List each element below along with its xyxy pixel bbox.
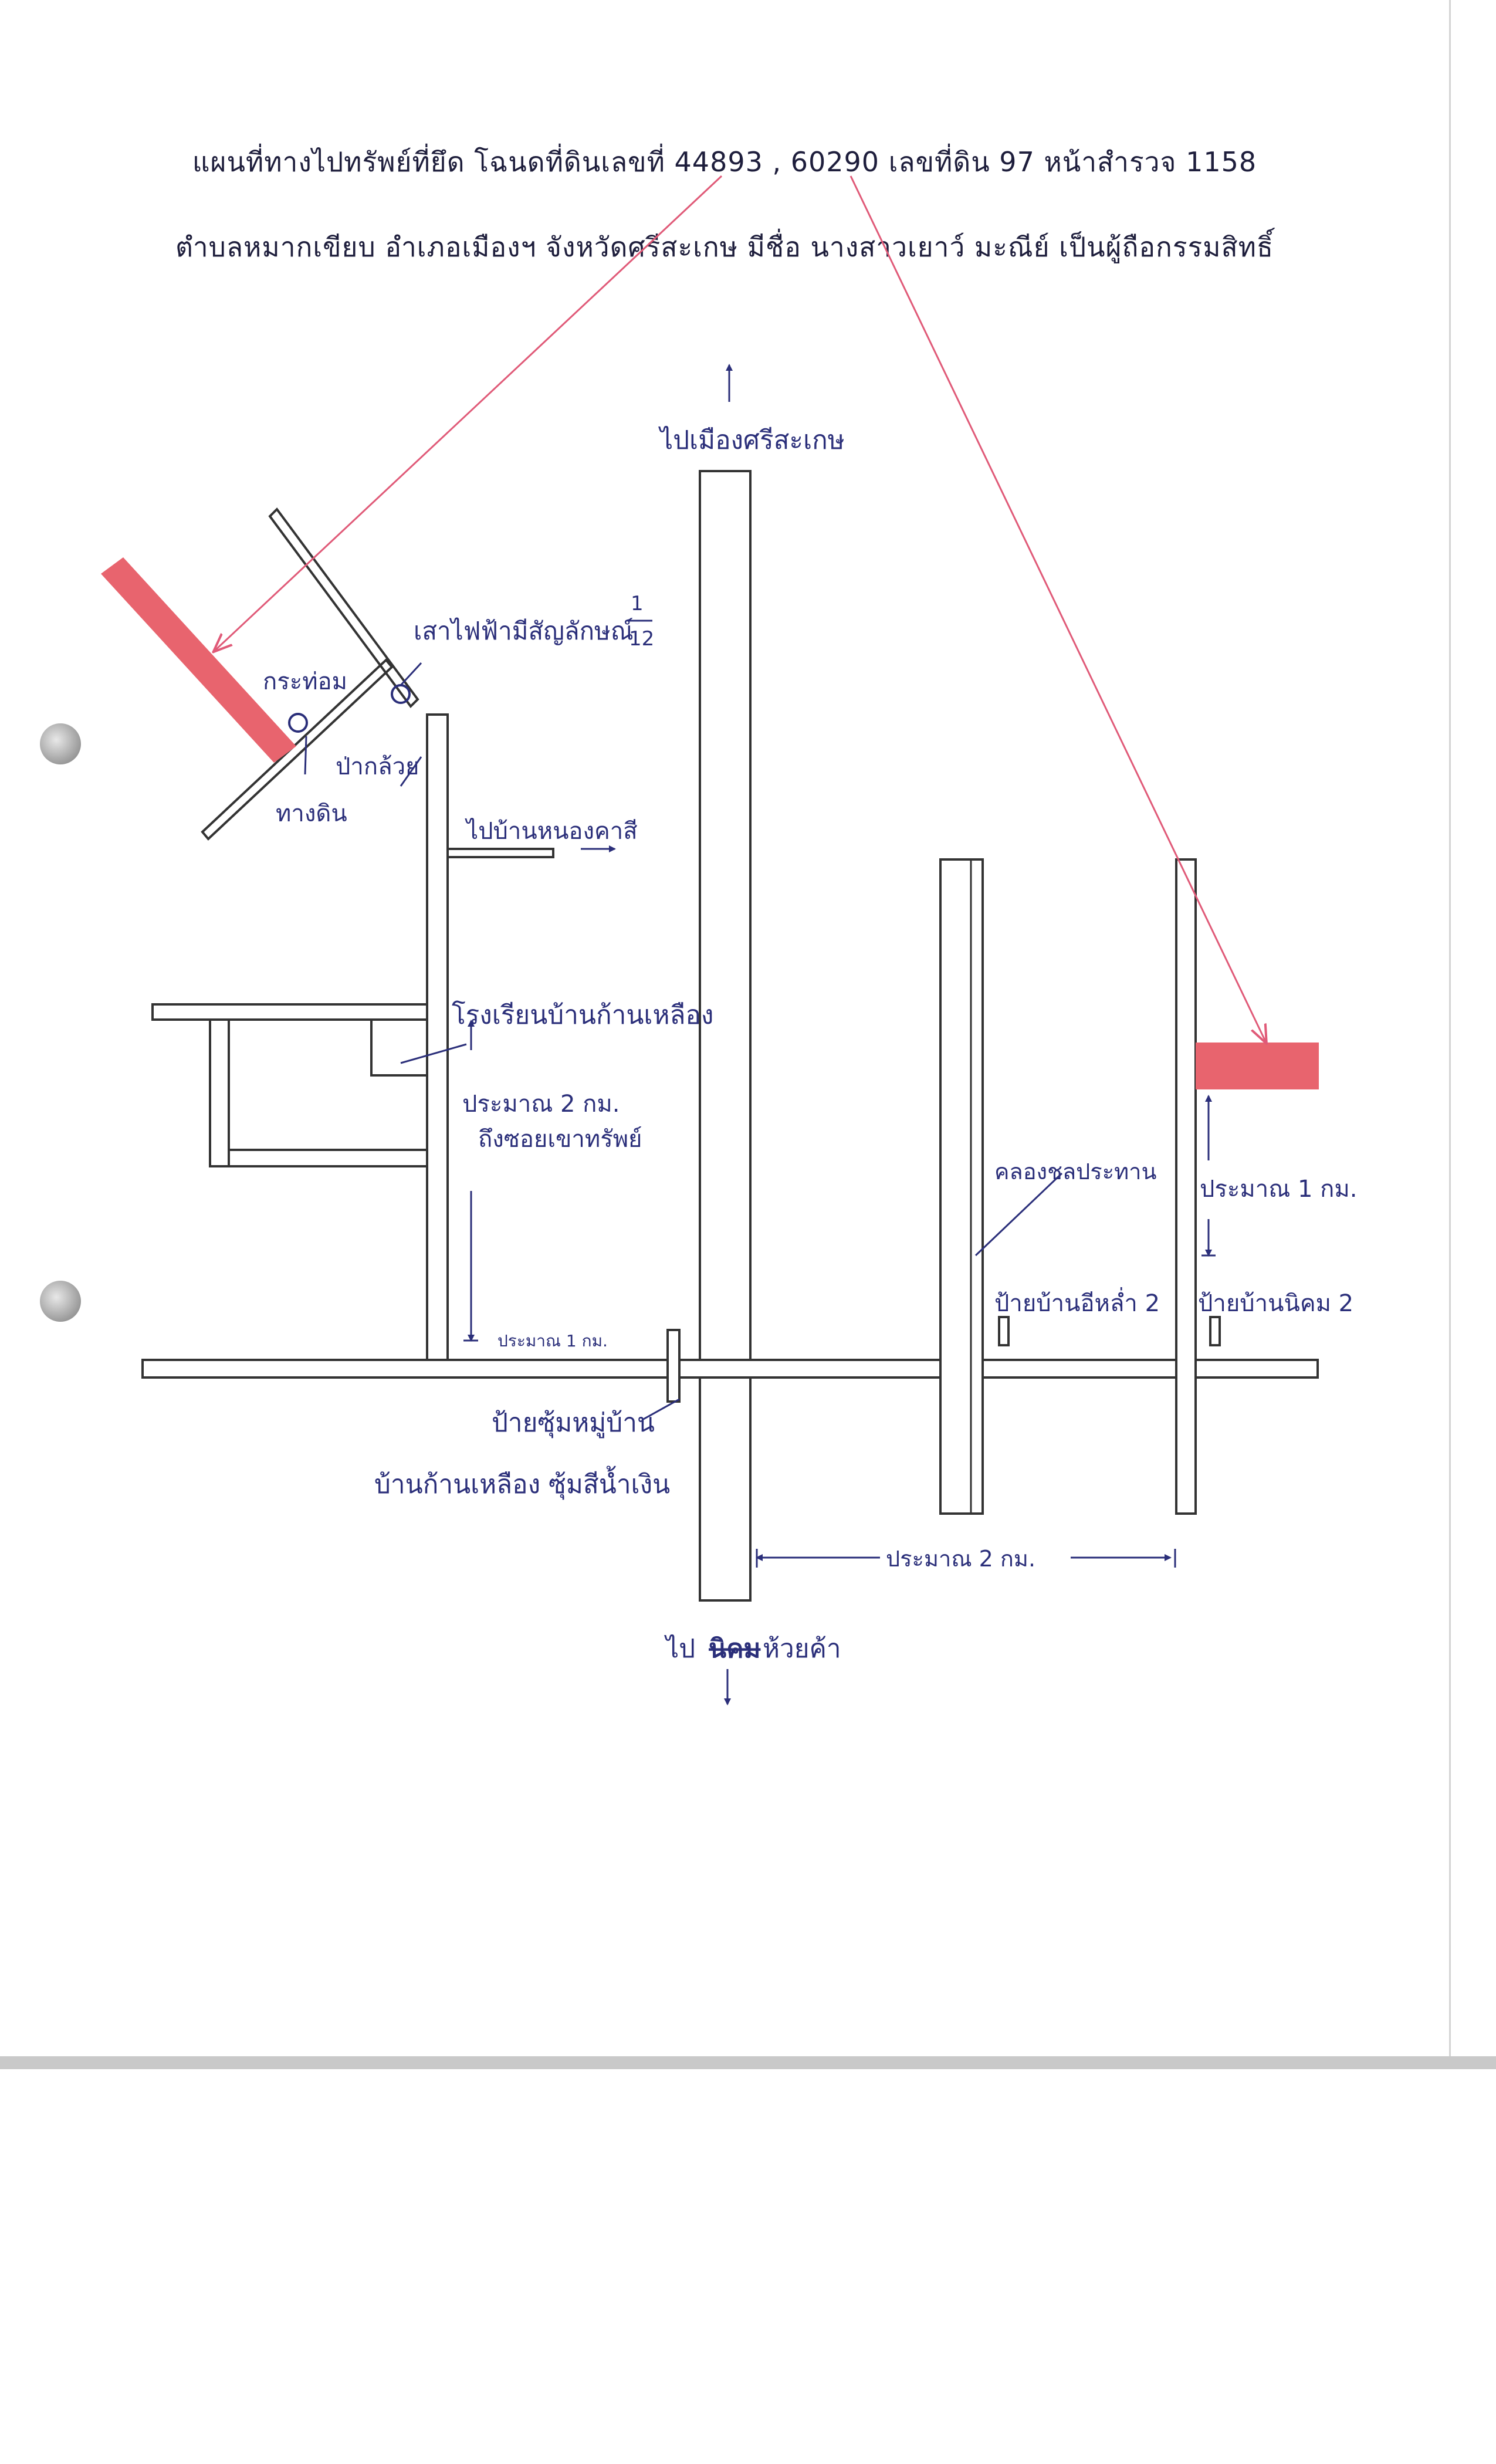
parcel-60290 — [1196, 1043, 1319, 1089]
village-sign-post — [666, 1329, 681, 1403]
main-crossroad — [141, 1359, 1319, 1379]
nikhom-road — [1175, 858, 1197, 1515]
label-to-huai-kha: ห้วยค้า — [763, 1634, 841, 1664]
label-to-huai-kha-prefix: ไป — [664, 1634, 695, 1664]
label-hut: กระท่อม — [263, 668, 347, 695]
page-edge — [1449, 0, 1496, 2056]
label-to-nong-kha-si: ไปบ้านหนองคาสี — [465, 818, 638, 845]
label-pole-numerator: 1 — [631, 592, 644, 615]
leader-dirt-road — [304, 736, 307, 775]
label-sign-nikhom: ป้ายบ้านนิคม 2 — [1198, 1290, 1353, 1317]
sign-e-la-post — [998, 1316, 1010, 1346]
label-approx-1km-right: ประมาณ 1 กม. — [1200, 1176, 1357, 1203]
punch-hole-top — [40, 723, 81, 764]
map-diagram: ไปเมืองศรีสะเกษ เสาไฟฟ้ามีสัญลักษณ์ 1 12… — [101, 175, 1357, 1705]
label-pole-denominator: 12 — [629, 627, 654, 651]
label-to-sisaket: ไปเมืองศรีสะเกษ — [658, 425, 845, 455]
callout-arrow-60290 — [849, 175, 1266, 1043]
label-village-name: บ้านก้านเหลือง ซุ้มสีน้ำเงิน — [374, 1465, 670, 1500]
canal-road — [939, 858, 984, 1515]
map-title-line-2: ตำบลหมากเขียบ อำเภอเมืองฯ จังหวัดศรีสะเก… — [175, 231, 1274, 263]
label-school: โรงเรียนบ้านก้านเหลือง — [452, 1000, 713, 1030]
road-to-nong-kha-si — [446, 848, 554, 858]
label-village-sign: ป้ายซุ้มหมู่บ้าน — [492, 1408, 655, 1439]
leader-village-sign — [642, 1398, 680, 1421]
label-banana-grove: ป่ากล้วย — [336, 753, 419, 780]
diagonal-road-upper — [268, 507, 419, 709]
label-approx-2km-b: ประมาณ 2 กม. — [886, 1546, 1035, 1572]
map-title-line-1: แผนที่ทางไปทรัพย์ที่ยึด โฉนดที่ดินเลขที่… — [192, 146, 1257, 178]
label-electric-pole: เสาไฟฟ้ามีสัญลักษณ์ — [414, 617, 634, 645]
parcel-44893 — [101, 557, 296, 763]
callout-arrow-44893 — [214, 175, 723, 651]
label-to-huai-kha-struck: นิคม — [709, 1634, 761, 1664]
label-canal: คลองชลประทาน — [994, 1159, 1156, 1184]
dirt-road — [201, 658, 394, 841]
main-highway — [699, 470, 752, 1602]
leader-school — [400, 1043, 467, 1064]
label-sign-e-la: ป้ายบ้านอีหล่ำ 2 — [994, 1287, 1160, 1317]
label-approx-2km-a: ประมาณ 2 กม. — [462, 1091, 620, 1118]
sign-nikhom-post — [1209, 1316, 1221, 1346]
leader-banana — [400, 756, 422, 787]
school-road — [151, 1003, 428, 1021]
label-to-soi: ถึงซอยเขาทรัพย์ — [478, 1126, 642, 1153]
village-road — [426, 713, 449, 1361]
leader-pole — [400, 662, 422, 686]
school-back-road — [228, 1149, 428, 1167]
hut-marker — [288, 713, 308, 733]
punch-hole-bottom — [40, 1281, 81, 1322]
leader-canal — [974, 1172, 1063, 1257]
scan-background — [0, 2056, 1496, 2464]
school-side-road — [209, 1018, 230, 1167]
label-dirt-road: ทางดิน — [276, 800, 347, 827]
school-building — [370, 1018, 428, 1077]
label-approx-1km-bottom: ประมาณ 1 กม. — [497, 1331, 608, 1351]
